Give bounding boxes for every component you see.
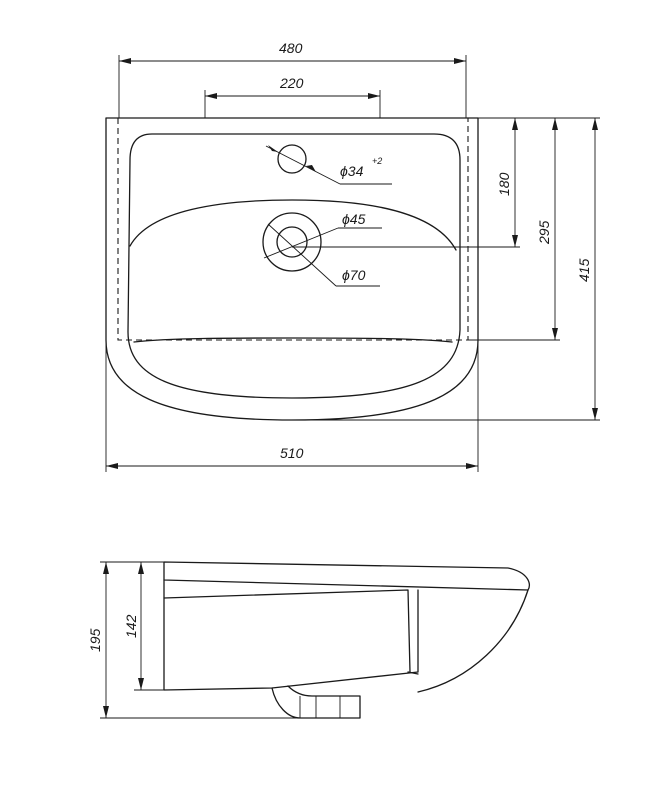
dim-195-arrow-t	[103, 562, 109, 574]
drain-inner-label: ϕ45	[342, 211, 366, 227]
dim-180-label: 180	[496, 172, 512, 196]
tap-hole	[277, 144, 307, 174]
dim-220-label: 220	[279, 75, 304, 91]
side-drain-detail	[299, 696, 341, 718]
dim-480-arrow-l	[119, 58, 131, 64]
tap-hole-label: ϕ34	[340, 163, 364, 179]
mounting-outline	[117, 118, 469, 341]
basin-outline	[105, 117, 479, 421]
drain-outer-leader	[267, 223, 337, 287]
dim-415-label: 415	[576, 258, 592, 282]
dim-415-arrow-b	[592, 408, 598, 420]
tap-arrow-b	[306, 165, 316, 172]
dim-220-arrow-r	[368, 93, 380, 99]
tap-hole-tolerance: +2	[372, 156, 382, 166]
dim-142-arrow-b	[138, 678, 144, 690]
drain-outer	[262, 212, 322, 272]
dim-180-arrow-b	[512, 235, 518, 247]
side-inner-lip	[407, 671, 419, 675]
dim-220-arrow-l	[205, 93, 217, 99]
dim-142-arrow-t	[138, 562, 144, 574]
dim-510-label: 510	[280, 445, 304, 461]
side-inner-wall	[163, 589, 411, 673]
dim-142-label: 142	[123, 614, 139, 638]
dim-510-arrow-l	[106, 463, 118, 469]
side-view: 142 195	[87, 561, 531, 719]
dim-295-label: 295	[536, 220, 552, 245]
top-view: ϕ34 +2 ϕ45 ϕ70 480 220 510	[105, 40, 600, 472]
side-drain	[271, 685, 361, 719]
bowl-lower-edge	[133, 337, 453, 343]
drain-inner-leader	[263, 227, 339, 259]
dim-295-arrow-b	[552, 328, 558, 340]
tap-leader	[265, 145, 341, 185]
bowl-curve	[129, 199, 457, 251]
side-bowl-curve	[417, 589, 529, 693]
side-top-surface	[163, 561, 531, 591]
dim-415-arrow-t	[592, 118, 598, 130]
dim-510-arrow-r	[466, 463, 478, 469]
dim-480-arrow-r	[454, 58, 466, 64]
tap-arrow-a	[268, 145, 278, 152]
dim-180-arrow-t	[512, 118, 518, 130]
dim-295-arrow-t	[552, 118, 558, 130]
dim-195-label: 195	[87, 628, 103, 652]
basin-inner-bowl	[127, 133, 461, 399]
drain-outer-label: ϕ70	[342, 267, 366, 283]
dim-195-arrow-b	[103, 706, 109, 718]
drain-inner	[276, 226, 308, 258]
dim-480-label: 480	[279, 40, 303, 56]
